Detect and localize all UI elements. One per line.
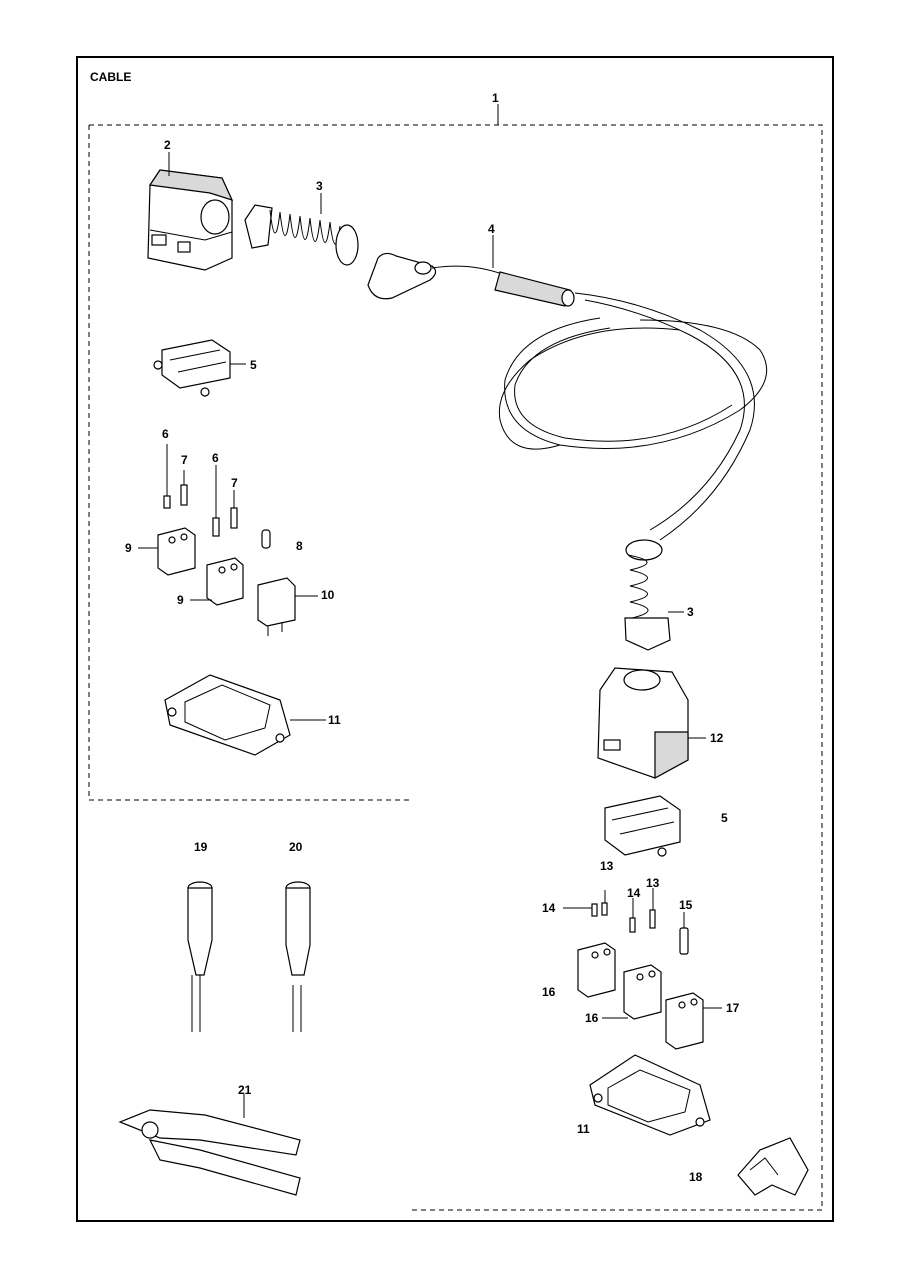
insert-9-a — [157, 527, 196, 576]
callout-3-upper: 3 — [316, 179, 323, 193]
callout-17: 17 — [726, 1001, 740, 1015]
cable-coil — [498, 292, 768, 541]
contact-pins-6-7 — [163, 444, 271, 549]
callout-12: 12 — [710, 731, 724, 745]
callout-10: 10 — [321, 588, 335, 602]
callout-15: 15 — [679, 898, 693, 912]
callout-9-a: 9 — [125, 541, 132, 555]
callout-6-b: 6 — [212, 451, 219, 465]
kit-boundary — [88, 124, 823, 1211]
connector-hood-2 — [147, 169, 234, 271]
callout-11-lower: 11 — [577, 1122, 590, 1136]
page-title: CABLE — [90, 70, 132, 84]
callout-5-upper: 5 — [250, 358, 257, 372]
callout-16-b: 16 — [585, 1011, 599, 1025]
drawing-frame — [76, 56, 834, 1222]
callout-13-a: 13 — [600, 859, 614, 873]
contact-pins-13-14-15 — [563, 888, 689, 955]
screwdriver-20 — [285, 881, 311, 1032]
housing-11-lower — [589, 1054, 711, 1136]
insert-16-b — [623, 964, 662, 1020]
callout-14-a: 14 — [542, 901, 556, 915]
callout-14-b: 14 — [627, 886, 641, 900]
callout-9-b: 9 — [177, 593, 184, 607]
callout-21: 21 — [238, 1083, 252, 1097]
callout-8: 8 — [296, 539, 303, 553]
callout-2: 2 — [164, 138, 171, 152]
callout-3-lower: 3 — [687, 605, 694, 619]
housing-11-upper — [164, 674, 291, 756]
callout-20: 20 — [289, 840, 303, 854]
insert-17 — [665, 992, 704, 1050]
cable-gland-3-upper — [244, 204, 359, 266]
callout-4: 4 — [488, 222, 495, 236]
callout-11-upper: 11 — [328, 713, 341, 727]
insert-10 — [257, 577, 296, 636]
frame-5-upper — [153, 339, 231, 397]
callout-6-a: 6 — [162, 427, 169, 441]
frame-5-lower — [604, 795, 681, 857]
callout-18: 18 — [689, 1170, 703, 1184]
crimping-pliers-21 — [118, 1109, 301, 1196]
callout-5-lower: 5 — [721, 811, 728, 825]
extraction-tool-18 — [737, 1137, 809, 1196]
callout-7-a: 7 — [181, 453, 188, 467]
carabiner-4 — [367, 252, 575, 307]
callout-19: 19 — [194, 840, 208, 854]
screwdriver-19 — [187, 881, 213, 1032]
callout-13-b: 13 — [646, 876, 660, 890]
connector-hood-12 — [597, 667, 689, 780]
insert-16-a — [577, 942, 616, 998]
callout-16-a: 16 — [542, 985, 556, 999]
insert-9-b — [206, 557, 244, 606]
cable-gland-3-lower — [624, 539, 671, 651]
callout-7-b: 7 — [231, 476, 238, 490]
callout-1: 1 — [492, 91, 499, 105]
